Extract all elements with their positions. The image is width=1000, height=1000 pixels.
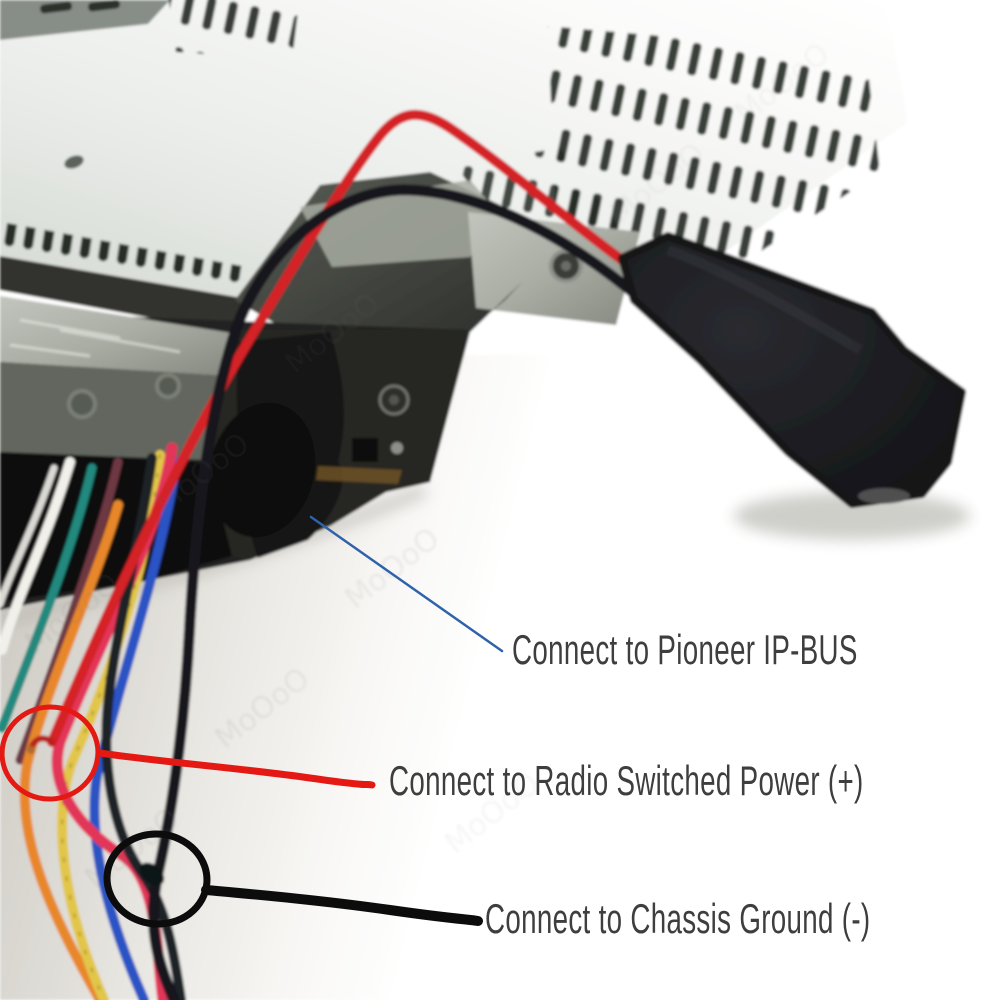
vent-cluster-b <box>548 26 880 292</box>
wire-adapter-red <box>47 109 631 747</box>
housing-bulge <box>208 402 316 538</box>
emboss-circle <box>155 373 181 399</box>
port-opening <box>352 438 378 462</box>
lip-slot <box>40 1 73 14</box>
power-callout-line <box>96 749 376 789</box>
lid-hole <box>64 155 84 169</box>
pcb-edge <box>316 466 402 484</box>
scratches <box>9 318 181 358</box>
ipbus-callout-line <box>309 515 504 653</box>
power-splice-circle <box>0 704 101 802</box>
wire-orange <box>19 500 123 1000</box>
bezel-edge <box>0 256 242 334</box>
vent-slot-row <box>2 222 244 308</box>
annotation-layer <box>0 515 504 928</box>
power-label: Connect to Radio Switched Power (+) <box>389 757 864 804</box>
ground-label: Connect to Chassis Ground (-) <box>485 895 871 942</box>
wire-blue <box>89 457 181 1000</box>
ground-splice <box>139 862 165 886</box>
ipbus-label: Connect to Pioneer IP-BUS <box>512 626 858 673</box>
red-wire-stripped-tip <box>28 735 55 751</box>
wire-teal <box>0 463 97 733</box>
ground-splice-circle <box>103 830 211 928</box>
plug-shadow <box>734 492 970 540</box>
wire-white <box>0 457 75 655</box>
wire-harness <box>0 109 648 1000</box>
emboss-circle <box>67 389 97 419</box>
ipbus-plug <box>618 232 966 508</box>
radio-unit <box>0 0 908 610</box>
wire-maroon <box>15 457 123 765</box>
plug-glint <box>858 488 910 504</box>
plug-highlight <box>666 245 863 355</box>
scratched-bracket <box>0 296 238 376</box>
vent-cluster-a <box>168 0 300 60</box>
wire-white-2 <box>0 464 58 608</box>
copper-tip <box>27 746 35 754</box>
plug-body <box>618 232 966 508</box>
screw-socket <box>561 261 571 271</box>
glint <box>391 442 403 454</box>
lip-slot <box>88 0 121 12</box>
ground-callout-line <box>201 885 483 926</box>
screw-socket <box>389 395 399 405</box>
